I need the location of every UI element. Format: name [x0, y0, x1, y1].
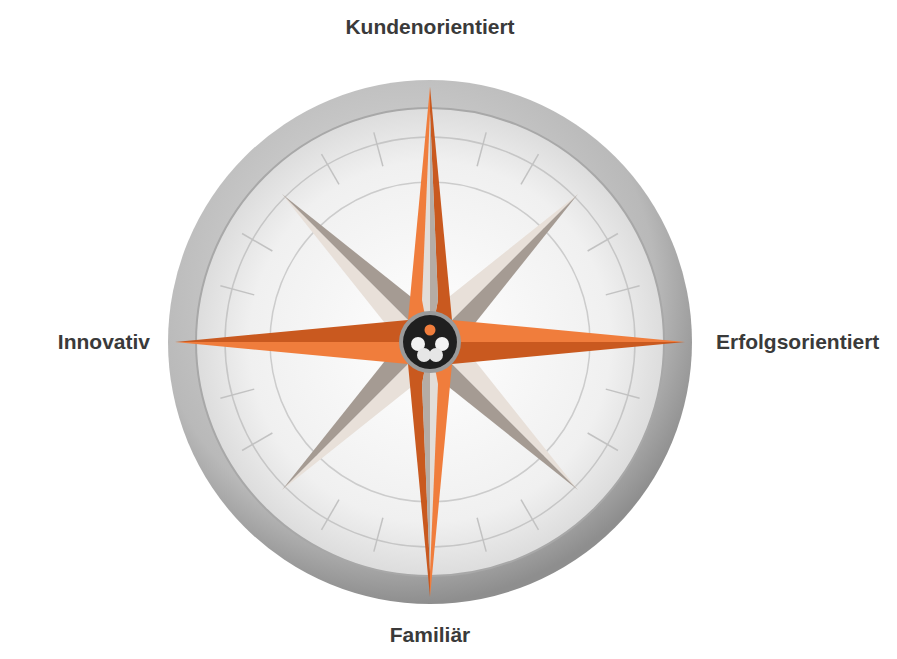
- orange-points: [175, 87, 685, 597]
- compass-label: Innovativ: [58, 329, 150, 354]
- compass-hub: [399, 311, 461, 373]
- outer-ring: [168, 80, 692, 604]
- compass-label: Familiär: [390, 622, 471, 647]
- compass-label: Erfolgsorientiert: [716, 329, 879, 354]
- compass-label: Kundenorientiert: [345, 14, 514, 39]
